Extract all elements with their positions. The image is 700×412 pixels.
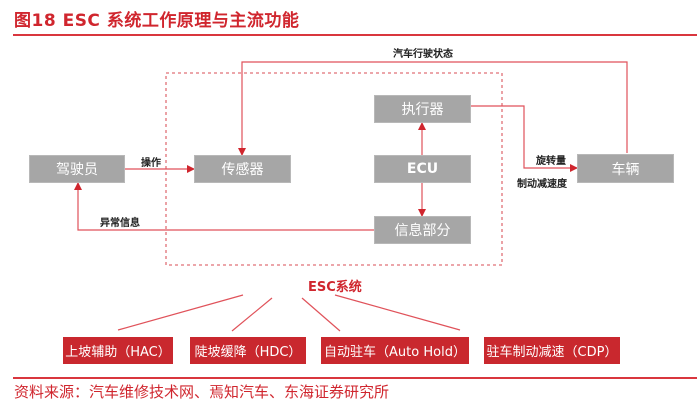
edge-vehicle-state: [238, 61, 628, 156]
fan-line-hdc: [231, 297, 273, 332]
figure-title: 图18 ESC 系统工作原理与主流功能: [14, 11, 300, 31]
node-actuator: 执行器: [375, 96, 470, 122]
edge-actuator-vehicle: [470, 105, 578, 172]
label-braking: 制动减速度: [517, 179, 567, 190]
node-driver: 驾驶员: [30, 156, 124, 182]
function-hdc: 陡坡缓降（HDC）: [190, 337, 306, 364]
edge-abnormal-info: [74, 182, 375, 231]
node-info: 信息部分: [375, 217, 470, 243]
figure-source: 资料来源：汽车维修技术网、焉知汽车、东海证券研究所: [14, 383, 390, 401]
fan-line-hac: [117, 294, 244, 331]
label-vehicle-state: 汽车行驶状态: [393, 49, 453, 60]
title-underline: [13, 34, 697, 36]
label-operation: 操作: [141, 158, 161, 169]
function-cdp: 驻车制动减速（CDP）: [484, 337, 620, 364]
function-auto-hold: 自动驻车（Auto Hold）: [321, 337, 469, 364]
fan-line-cdp: [334, 294, 461, 331]
fan-line-autohold: [301, 297, 341, 332]
node-vehicle: 车辆: [578, 155, 673, 182]
node-ecu: ECU: [375, 156, 470, 182]
label-yaw: 旋转量: [536, 156, 566, 167]
source-rule: [13, 377, 697, 379]
node-sensor: 传感器: [195, 156, 290, 182]
esc-system-label: ESC系统: [308, 280, 362, 295]
label-abnormal-info: 异常信息: [100, 218, 140, 229]
function-hac: 上坡辅助（HAC）: [63, 337, 173, 364]
